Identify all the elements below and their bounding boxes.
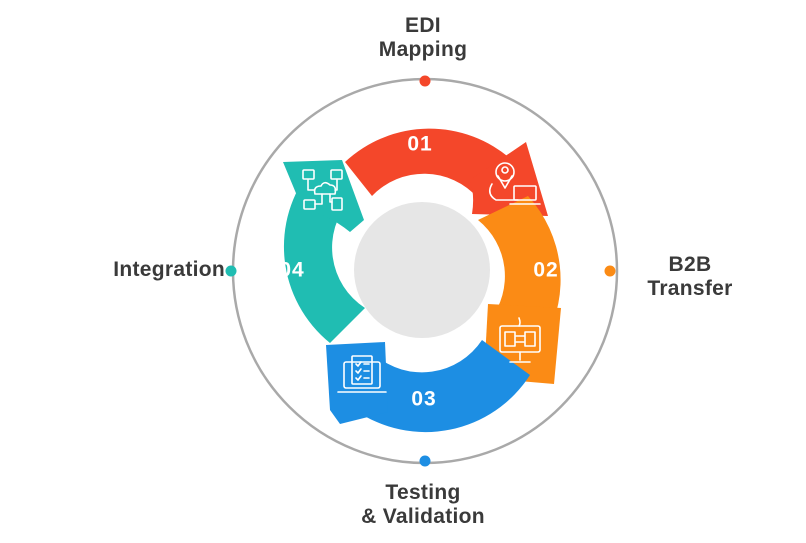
step-03-arrow [326, 340, 530, 433]
step-03-dot [419, 455, 431, 467]
step-02-number: 02 [533, 259, 558, 282]
step-02-label: B2B Transfer [620, 253, 760, 301]
step-01-number: 01 [407, 133, 432, 156]
step-01-dot [419, 75, 431, 87]
cloud-network-icon [302, 169, 343, 211]
step-03-label-line-2: & Validation [361, 505, 485, 528]
step-01-label: EDI Mapping [323, 14, 523, 62]
step-04-label-line-1: Integration [113, 258, 225, 281]
step-01-label-line-2: Mapping [378, 38, 468, 61]
step-03-number: 03 [411, 388, 436, 411]
step-02-label-line-2: Transfer [647, 277, 733, 300]
step-02-label-line-1: B2B [668, 253, 712, 276]
step-03-label: Testing & Validation [310, 481, 536, 529]
step-04-number: 04 [279, 259, 304, 282]
document-exchange-monitor-icon [499, 317, 541, 363]
step-04-dot [225, 265, 237, 277]
step-01-label-line-1: EDI [405, 14, 441, 37]
step-04-label: Integration [40, 258, 225, 282]
step-02-dot [604, 265, 616, 277]
checklist-laptop-icon [337, 355, 387, 393]
center-circle [354, 202, 490, 338]
step-03-label-line-1: Testing [385, 481, 461, 504]
step-04-arrow [283, 160, 365, 343]
location-laptop-icon [488, 162, 541, 205]
